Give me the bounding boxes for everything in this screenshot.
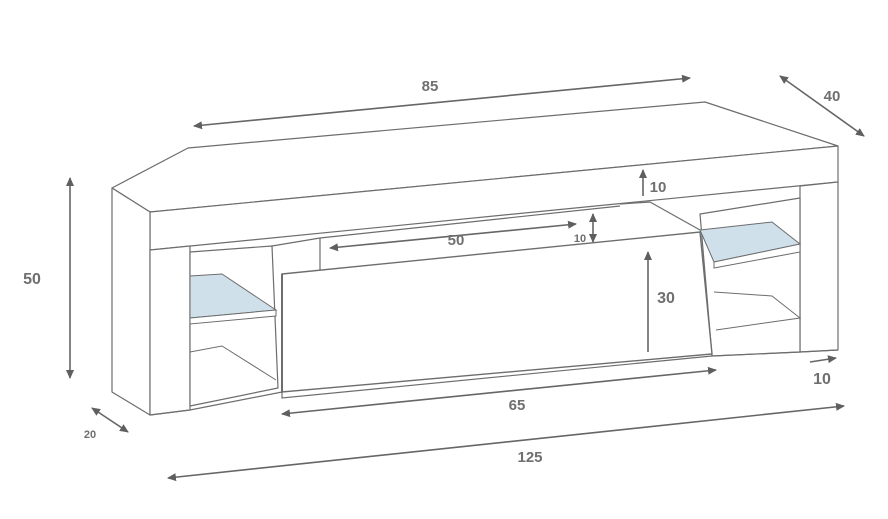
inner-height-label: 10 — [574, 233, 586, 245]
right-lower-shelf — [713, 291, 802, 331]
depth-arrow — [779, 75, 865, 137]
overall-width-arrow — [167, 402, 845, 482]
overall-width-label: 125 — [517, 449, 542, 466]
base-height-arrow — [809, 355, 837, 364]
top-width-arrow — [193, 74, 691, 130]
left-side-panel — [111, 187, 151, 416]
top-thickness-label: 10 — [650, 179, 667, 196]
inner-width-arrow — [329, 220, 577, 252]
left-front-post — [149, 245, 191, 416]
center-partition-right — [619, 201, 701, 231]
side-depth-label: 20 — [84, 429, 96, 441]
center-partition-left — [271, 237, 321, 272]
depth-label: 40 — [824, 88, 841, 105]
base-height-label: 10 — [813, 371, 831, 388]
side-depth-arrow — [91, 407, 129, 433]
inner-width-label: 50 — [448, 232, 465, 249]
left-lower-shelf — [189, 345, 277, 381]
left-glass-shelf-edge — [189, 309, 277, 325]
dimension-arrows — [66, 74, 865, 482]
drawer-height-label: 30 — [657, 290, 675, 307]
right-compartment-back — [699, 197, 801, 357]
drawer-width-label: 65 — [509, 397, 526, 414]
left-compartment-back — [189, 245, 279, 407]
right-front-post — [799, 181, 839, 353]
right-glass-shelf-edge — [713, 243, 801, 269]
height-label: 50 — [23, 271, 41, 288]
top-width-label: 85 — [422, 78, 439, 95]
